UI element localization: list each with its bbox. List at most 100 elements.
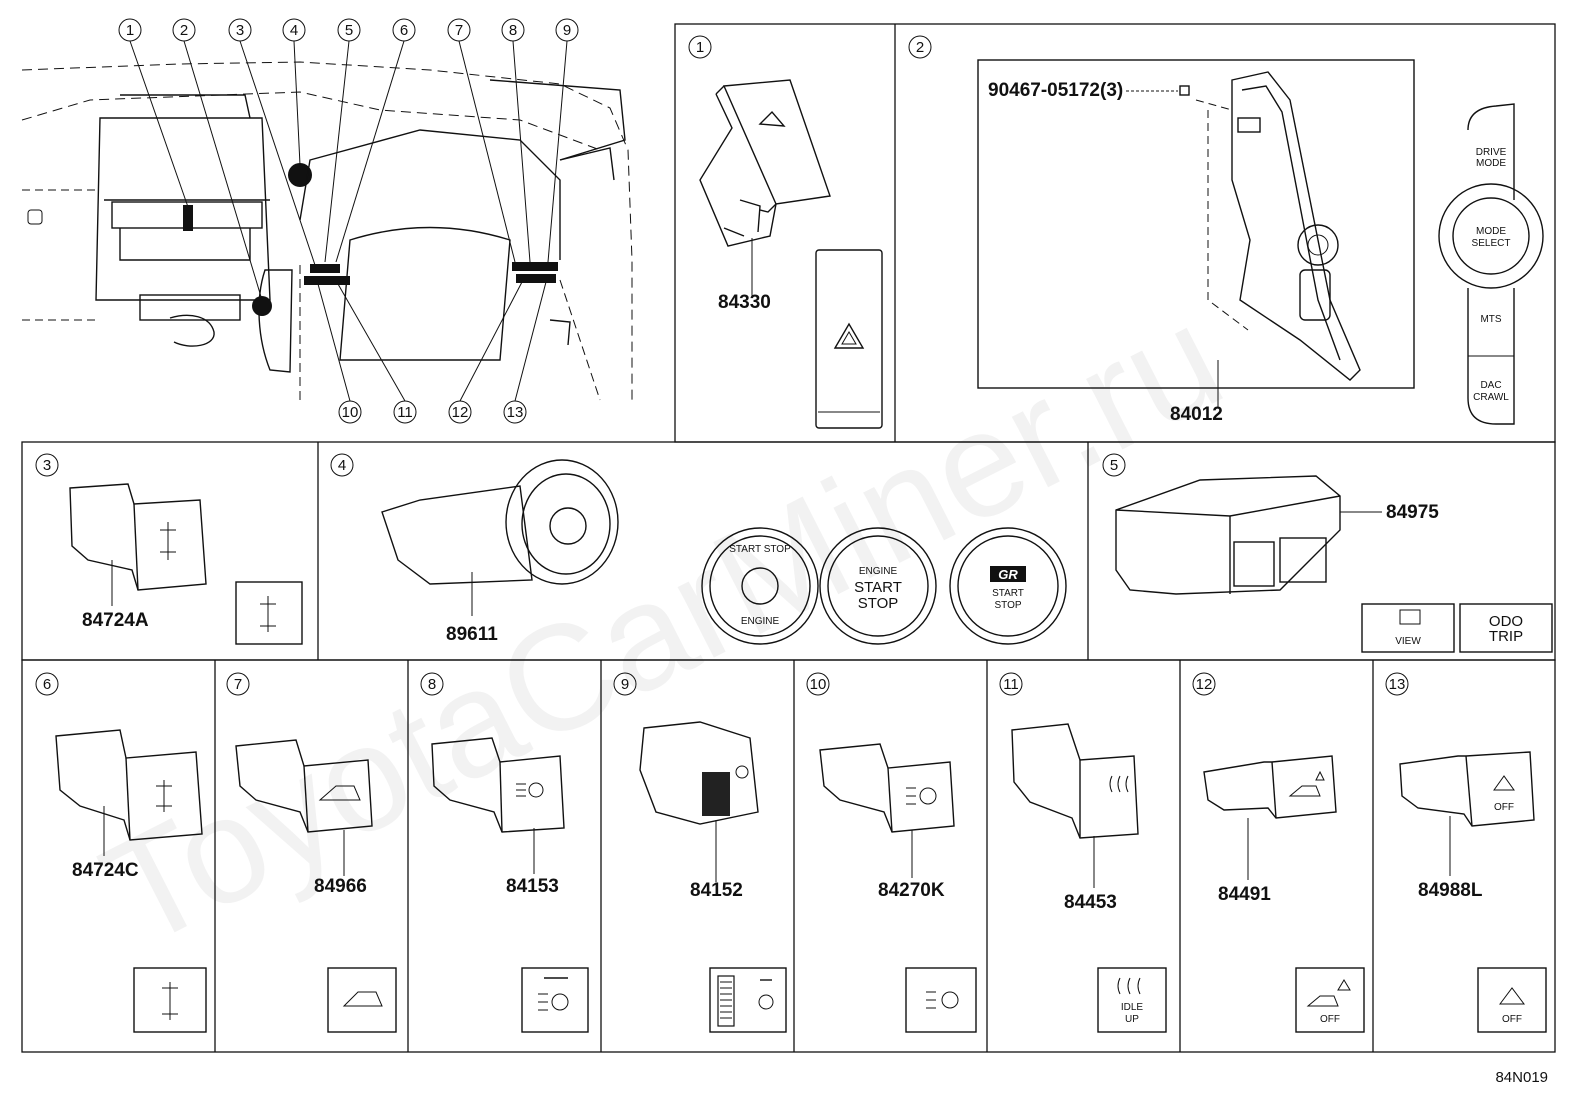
- start-stop-button-2: ENGINE START STOP: [819, 527, 937, 645]
- svg-text:10: 10: [342, 404, 359, 421]
- callout-2: 2: [172, 18, 196, 42]
- svg-text:84453: 84453: [1064, 892, 1117, 913]
- svg-text:6: 6: [43, 676, 51, 693]
- svg-text:9: 9: [563, 22, 571, 39]
- svg-text:8: 8: [428, 676, 436, 693]
- mode-knob-panel: DRIVE MODE MODE SELECT MTS DAC CRAWL: [1438, 103, 1544, 425]
- panel-3: 3 84724A: [35, 453, 303, 645]
- start-stop-button-1: START STOP ENGINE: [701, 527, 819, 645]
- svg-text:84491: 84491: [1218, 884, 1271, 905]
- svg-text:84966: 84966: [314, 876, 367, 897]
- panel-11: 11 84453 IDLE UP: [999, 672, 1167, 1033]
- callout-13: 13: [503, 400, 527, 424]
- svg-text:90467-05172(3): 90467-05172(3): [988, 80, 1123, 101]
- svg-text:12: 12: [452, 404, 469, 421]
- svg-text:84975: 84975: [1386, 502, 1439, 523]
- svg-text:2: 2: [916, 39, 924, 56]
- svg-text:4: 4: [290, 22, 298, 39]
- svg-text:84270K: 84270K: [878, 880, 945, 901]
- svg-text:3: 3: [43, 457, 51, 474]
- svg-text:STOP: STOP: [994, 600, 1021, 611]
- svg-text:ODO: ODO: [1489, 613, 1523, 630]
- svg-text:5: 5: [1110, 457, 1118, 474]
- svg-text:START: START: [992, 588, 1024, 599]
- diagram-code: 84N019: [1495, 1069, 1548, 1086]
- callout-11: 11: [393, 400, 417, 424]
- callout-1: 1: [118, 18, 142, 42]
- start-stop-button-gr: GR START STOP: [949, 527, 1067, 645]
- panel-6: 6 84724C: [35, 672, 207, 1033]
- overview-callouts: 1 2 3 4 5 6 7 8 9 10 11 12 13: [118, 18, 579, 424]
- svg-text:MTS: MTS: [1480, 314, 1501, 325]
- svg-text:8: 8: [509, 22, 517, 39]
- svg-text:9: 9: [621, 676, 629, 693]
- svg-text:3: 3: [236, 22, 244, 39]
- callout-10: 10: [338, 400, 362, 424]
- svg-text:6: 6: [400, 22, 408, 39]
- svg-text:OFF: OFF: [1502, 1014, 1522, 1025]
- svg-text:4: 4: [338, 457, 346, 474]
- svg-text:1: 1: [126, 22, 134, 39]
- panel-frames: [21, 23, 1556, 1053]
- svg-text:TRIP: TRIP: [1489, 628, 1523, 645]
- svg-text:DRIVE: DRIVE: [1476, 147, 1507, 158]
- svg-text:OFF: OFF: [1320, 1014, 1340, 1025]
- svg-text:IDLE: IDLE: [1121, 1002, 1144, 1013]
- svg-text:84330: 84330: [718, 292, 771, 313]
- overview-leaders: [129, 40, 568, 402]
- svg-text:GR: GR: [998, 567, 1018, 582]
- svg-text:89611: 89611: [446, 624, 498, 645]
- callout-3: 3: [228, 18, 252, 42]
- svg-text:84724A: 84724A: [82, 610, 149, 631]
- callout-9: 9: [555, 18, 579, 42]
- svg-text:ENGINE: ENGINE: [859, 566, 898, 577]
- svg-text:84012: 84012: [1170, 404, 1223, 425]
- svg-text:11: 11: [1003, 676, 1019, 693]
- svg-text:84724C: 84724C: [72, 860, 139, 881]
- svg-text:10: 10: [810, 676, 827, 693]
- panel-1: 1 84330: [688, 35, 883, 429]
- callout-4: 4: [282, 18, 306, 42]
- callout-7: 7: [447, 18, 471, 42]
- svg-text:84152: 84152: [690, 880, 743, 901]
- svg-text:VIEW: VIEW: [1395, 636, 1421, 647]
- svg-text:12: 12: [1196, 676, 1213, 693]
- dashboard-overview: [21, 61, 633, 401]
- callout-6: 6: [392, 18, 416, 42]
- svg-text:11: 11: [397, 404, 413, 421]
- panel-13: 13 OFF 84988L OFF: [1385, 672, 1547, 1033]
- callout-5: 5: [337, 18, 361, 42]
- svg-text:MODE: MODE: [1476, 226, 1506, 237]
- panel-2: 2 90467-05172(3) 84012 DRIVE MODE MODE S…: [908, 35, 1544, 425]
- svg-text:UP: UP: [1125, 1014, 1139, 1025]
- svg-text:84153: 84153: [506, 876, 559, 897]
- svg-text:MODE: MODE: [1476, 158, 1506, 169]
- svg-text:ENGINE: ENGINE: [741, 616, 780, 627]
- svg-text:13: 13: [507, 404, 524, 421]
- svg-text:84988L: 84988L: [1418, 880, 1483, 901]
- callout-12: 12: [448, 400, 472, 424]
- panel-8: 8 84153: [420, 672, 589, 1033]
- panel-4: 4 89611 START STOP ENGINE ENGINE START S…: [330, 453, 1067, 645]
- panel-7: 7 84966: [226, 672, 397, 1033]
- callout-8: 8: [501, 18, 525, 42]
- svg-text:START: START: [854, 579, 902, 596]
- svg-text:SELECT: SELECT: [1472, 238, 1511, 249]
- svg-text:2: 2: [180, 22, 188, 39]
- svg-text:13: 13: [1389, 676, 1406, 693]
- svg-text:DAC: DAC: [1480, 380, 1501, 391]
- watermark: ToyotaCarMiner.ru: [78, 272, 1246, 978]
- panel-5: 5 84975 VIEW ODO TRIP: [1102, 453, 1553, 653]
- svg-text:START STOP: START STOP: [729, 544, 791, 555]
- svg-text:CRAWL: CRAWL: [1473, 392, 1509, 403]
- svg-text:OFF: OFF: [1494, 802, 1514, 813]
- svg-text:STOP: STOP: [858, 595, 899, 612]
- panel-12: 12 84491 OFF: [1192, 672, 1365, 1033]
- panel-10: 10 84270K: [806, 672, 977, 1033]
- svg-text:1: 1: [696, 39, 704, 56]
- svg-text:5: 5: [345, 22, 353, 39]
- svg-text:7: 7: [455, 22, 463, 39]
- panel-9: 9 84152: [613, 672, 787, 1033]
- svg-text:7: 7: [234, 676, 242, 693]
